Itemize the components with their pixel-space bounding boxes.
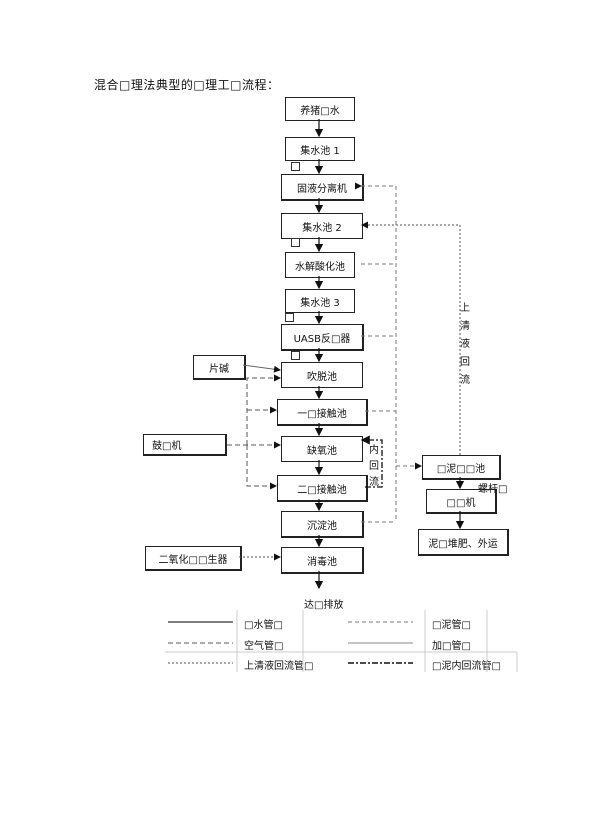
- legend-supernatant-label: 上清液回流管□: [244, 661, 314, 672]
- marker-square: [291, 351, 300, 360]
- box-dewatering-machine: □□机: [426, 489, 497, 514]
- box-hydrolysis-tank: 水解酸化池: [285, 252, 355, 278]
- char: 内: [369, 445, 379, 456]
- box-sludge-tank: □泥□□池: [422, 455, 501, 480]
- box-pig-wastewater: 养猪□水: [285, 97, 355, 121]
- marker-square: [291, 238, 300, 247]
- legend-sludge-label: □泥管□: [432, 620, 471, 631]
- box-uasb-reactor: UASB反□器: [281, 324, 364, 351]
- box-sludge-compost: 泥□堆肥、外运: [418, 529, 509, 556]
- box-chlorine-dioxide-generator: 二氧化□□生器: [145, 546, 242, 571]
- box-stripping-tank: 吹脱池: [281, 362, 363, 388]
- box-blower: 鼓□机: [143, 434, 227, 456]
- legend-sludge-inner-label: □泥内回流管□: [432, 661, 501, 672]
- legend-air-label: 空气管□: [244, 641, 284, 652]
- char: 液: [460, 339, 470, 350]
- char: 回: [369, 461, 379, 472]
- char: 流: [460, 375, 470, 386]
- box-solid-liquid-separator: 固液分离机: [281, 174, 364, 201]
- box-caustic-soda: 片碱: [193, 355, 246, 380]
- marker-square: [285, 313, 294, 322]
- char: 上: [460, 303, 470, 314]
- supernatant-return-label: 上 清 液 回 流: [459, 300, 471, 390]
- marker-square: [291, 162, 300, 171]
- box-sedimentation-tank: 沉淀池: [281, 511, 364, 538]
- page-title: 混合□理法典型的□理工□流程：: [94, 78, 280, 92]
- discharge-label: 达□排放: [304, 600, 344, 611]
- screw-pump-label: 螺杆□: [478, 484, 508, 495]
- legend-sewage-label: □水管□: [244, 620, 283, 631]
- box-contact-tank-1: 一□接触池: [277, 399, 368, 426]
- box-contact-tank-2: 二□接触池: [277, 475, 368, 502]
- box-collection-tank-2: 集水池 2: [281, 213, 363, 239]
- box-collection-tank-3: 集水池 3: [285, 289, 355, 313]
- box-collection-tank-1: 集水池 1: [285, 137, 355, 161]
- box-anoxic-tank: 缺氧池: [281, 436, 363, 462]
- inner-return-label: 内 回 流: [368, 443, 380, 491]
- char: 流: [369, 477, 379, 488]
- box-disinfection-tank: 消毒池: [281, 547, 364, 574]
- char: 清: [460, 321, 470, 332]
- legend-dosing-label: 加□管□: [432, 641, 471, 652]
- char: 回: [460, 357, 470, 368]
